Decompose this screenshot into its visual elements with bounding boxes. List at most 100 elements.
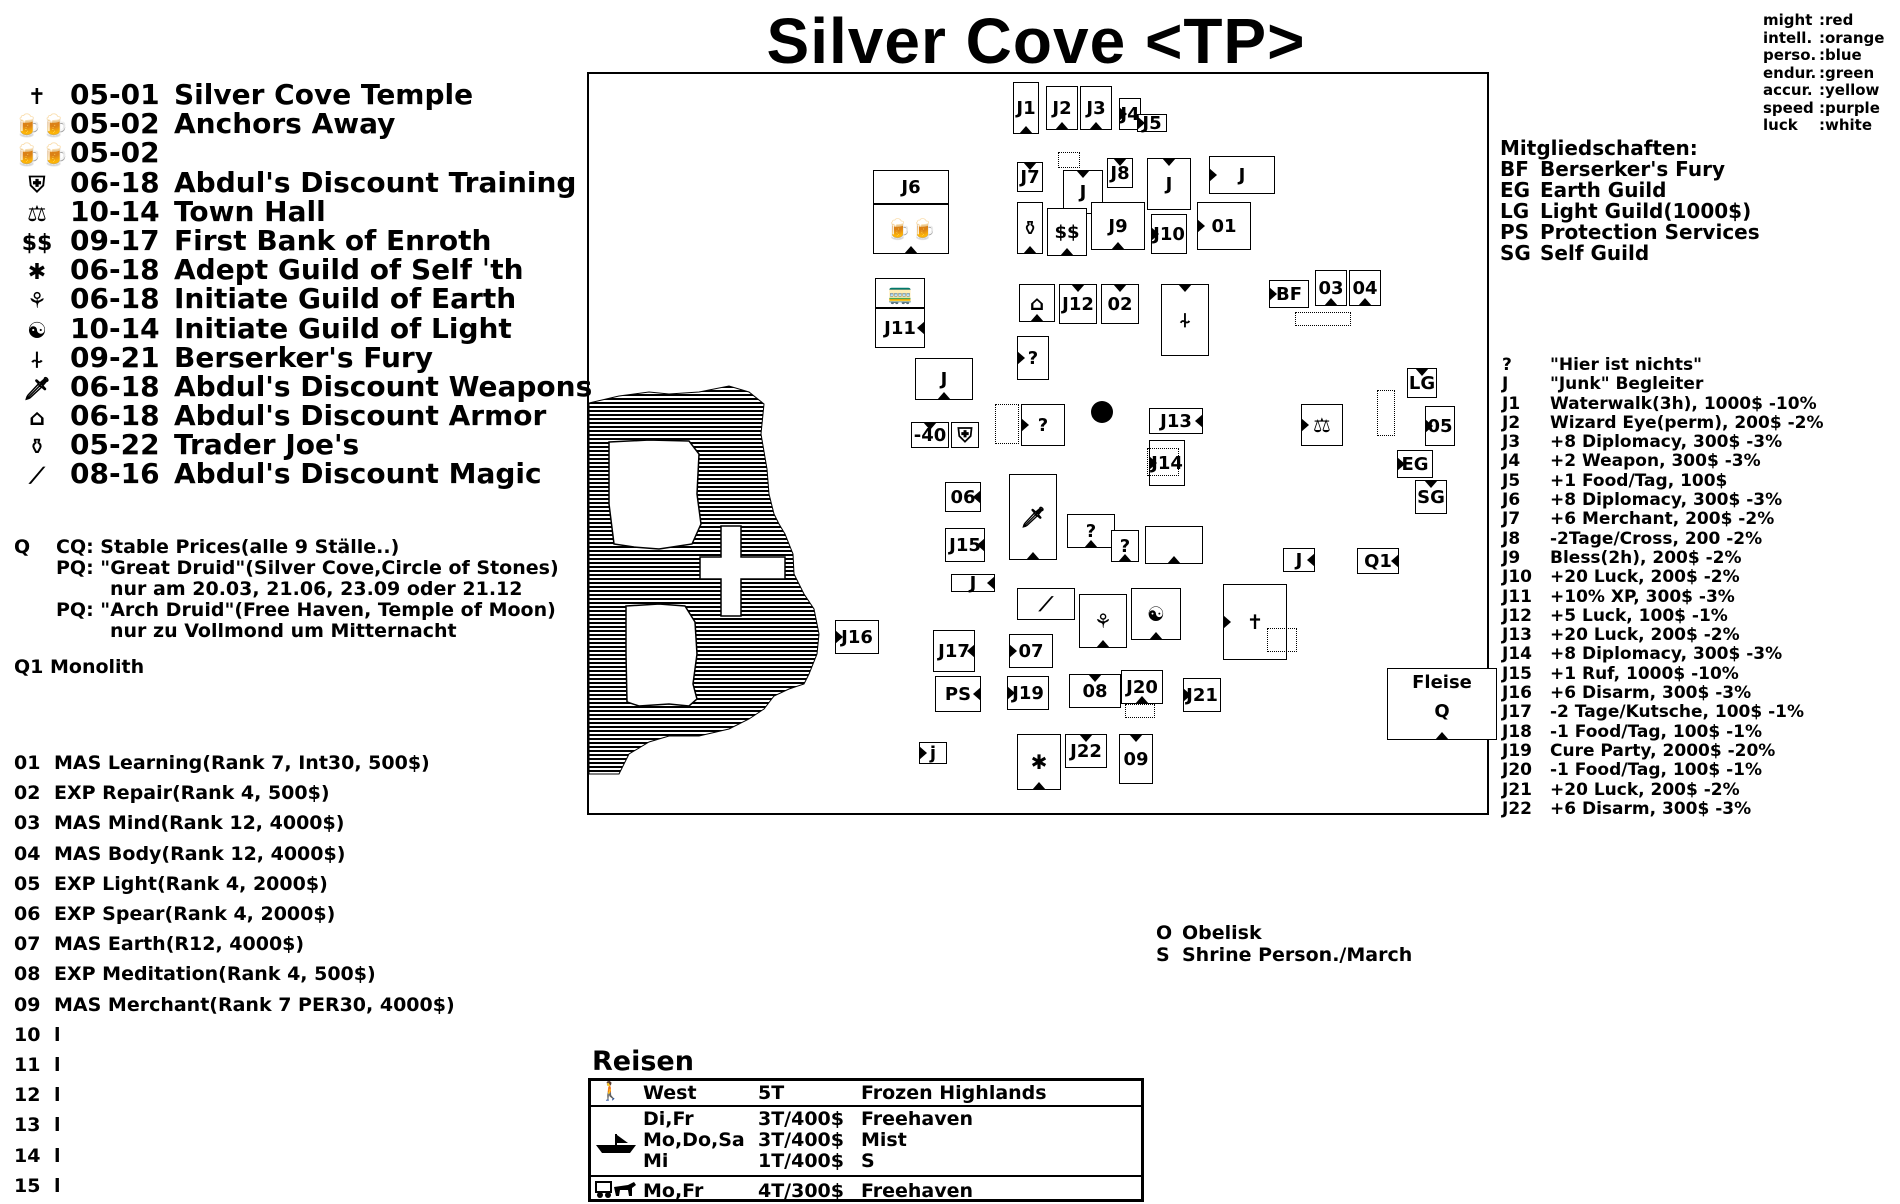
map-building bbox=[1145, 526, 1203, 564]
membership-key: SG bbox=[1500, 241, 1531, 265]
map-building-j: J bbox=[1063, 170, 1103, 214]
map-building-jl: j bbox=[919, 742, 947, 764]
legend-key: J6 bbox=[1502, 490, 1521, 511]
map-label: J5 bbox=[1142, 112, 1162, 134]
map-building-n08: 08 bbox=[1069, 674, 1121, 708]
entrance-arrow bbox=[1113, 158, 1127, 166]
location-row: 🍺🍺05-02 bbox=[14, 136, 592, 170]
location-code: 09-17 bbox=[70, 223, 160, 257]
membership-title: Mitgliedschaften: bbox=[1500, 136, 1698, 160]
entrance-arrow bbox=[1030, 314, 1044, 322]
map-building-j15: J15 bbox=[945, 528, 985, 562]
legend-text: +8 Diplomacy, 300$ -3% bbox=[1550, 490, 1783, 511]
map-label: 05 bbox=[1427, 415, 1453, 437]
map-label: 02 bbox=[1107, 293, 1133, 315]
map-label: J14 bbox=[1151, 452, 1183, 474]
map-label: J3 bbox=[1086, 97, 1106, 119]
map-building-ps: PS bbox=[935, 676, 981, 712]
teacher-key: 04 bbox=[14, 842, 41, 865]
legend-key: J3 bbox=[1502, 432, 1521, 453]
entrance-arrow bbox=[1425, 419, 1433, 433]
stat-key: endur. bbox=[1763, 63, 1817, 82]
map-building: ⛨ bbox=[951, 422, 979, 448]
berserker-axe-icon: ⍭ bbox=[1179, 308, 1191, 332]
map-building-q: ? bbox=[1017, 336, 1049, 380]
map-label: J bbox=[940, 368, 948, 390]
legend-row: ?"Hier ist nichts" bbox=[1502, 355, 1824, 375]
membership-text: Protection Services bbox=[1540, 220, 1760, 244]
location-name: Anchors Away bbox=[174, 107, 396, 141]
teacher-text: l bbox=[54, 1084, 61, 1107]
map-label: BF bbox=[1275, 283, 1302, 305]
stat-color-row: might:red bbox=[1763, 11, 1884, 30]
entrance-arrow bbox=[1162, 158, 1176, 166]
map-building-lg: LG bbox=[1407, 368, 1437, 398]
map-building-sg: SG bbox=[1415, 480, 1447, 514]
entrance-arrow bbox=[1307, 553, 1315, 567]
map-building-j17: J17 bbox=[933, 630, 975, 672]
map-label: J9 bbox=[1108, 215, 1128, 237]
map-building-q: ? bbox=[1067, 514, 1115, 548]
map-building: ⌂ bbox=[1019, 284, 1055, 322]
travel-walk-dir: West bbox=[643, 1082, 697, 1104]
stat-key: intell. bbox=[1763, 28, 1813, 47]
entrance-arrow bbox=[1324, 298, 1338, 306]
quest-q1: Q1 Monolith bbox=[14, 656, 145, 678]
location-code: 10-14 bbox=[70, 194, 160, 228]
legend-row: J14+8 Diplomacy, 300$ -3% bbox=[1502, 645, 1824, 665]
map-building-q1: Q1 bbox=[1357, 548, 1399, 574]
location-name: Initiate Guild of Light bbox=[174, 311, 512, 345]
entrance-arrow bbox=[835, 630, 843, 644]
travel-coach-days: Mo,Fr bbox=[643, 1180, 704, 1202]
map-label: 07 bbox=[1018, 640, 1044, 662]
map-building: ✱ bbox=[1017, 734, 1061, 790]
stat-color: yellow bbox=[1825, 81, 1880, 99]
location-code: 05-02 bbox=[70, 136, 160, 170]
map-building-j20: J20 bbox=[1121, 670, 1163, 704]
map-label: J bbox=[969, 572, 977, 594]
town-hall-scales-icon: ⚖ bbox=[1313, 413, 1331, 437]
earth-guild-plant-icon: ⚘ bbox=[27, 289, 47, 315]
map-building-m40: -40 bbox=[911, 422, 949, 448]
entrance-arrow bbox=[1197, 219, 1205, 233]
legend-text: -1 Food/Tag, 100$ -1% bbox=[1550, 760, 1763, 781]
teacher-text: EXP Meditation(Rank 4, 500$) bbox=[54, 963, 376, 986]
map-building-n02: 02 bbox=[1101, 284, 1139, 324]
map-building: ⚖ bbox=[1301, 404, 1343, 446]
map-label: 01 bbox=[1211, 215, 1237, 237]
entrance-arrow bbox=[1111, 242, 1125, 250]
legend-text: Bless(2h), 200$ -2% bbox=[1550, 547, 1742, 568]
quest-pq1-date: nur am 20.03, 21.06, 23.09 oder 21.12 bbox=[110, 578, 523, 600]
map-building-j: J bbox=[1147, 158, 1191, 210]
teacher-text: l bbox=[54, 1054, 61, 1077]
entrance-arrow bbox=[1021, 418, 1029, 432]
map-building-j11: J11 bbox=[875, 308, 925, 348]
entrance-arrow bbox=[1209, 168, 1217, 182]
legend-row: J3+8 Diplomacy, 300$ -3% bbox=[1502, 432, 1824, 453]
map-building-j14: J14 bbox=[1149, 440, 1185, 486]
legend-text: "Junk" Begleiter bbox=[1550, 374, 1704, 395]
entrance-arrow bbox=[1009, 644, 1017, 658]
teacher-text: MAS Earth(R12, 4000$) bbox=[54, 933, 305, 956]
legend-key: J17 bbox=[1502, 702, 1532, 723]
obelisk-key: O bbox=[1156, 922, 1173, 944]
entrance-arrow bbox=[1026, 552, 1040, 560]
teacher-key: 05 bbox=[14, 872, 41, 895]
entrance-arrow bbox=[1397, 457, 1405, 471]
earth-guild-plant-icon: ⚘ bbox=[1094, 609, 1112, 633]
map-label: J10 bbox=[1153, 223, 1185, 245]
legend-row: J13+20 Luck, 200$ -2% bbox=[1502, 625, 1824, 645]
teacher-key: 12 bbox=[14, 1084, 41, 1107]
teacher-key: 08 bbox=[14, 963, 41, 986]
entrance-arrow bbox=[1055, 122, 1069, 130]
